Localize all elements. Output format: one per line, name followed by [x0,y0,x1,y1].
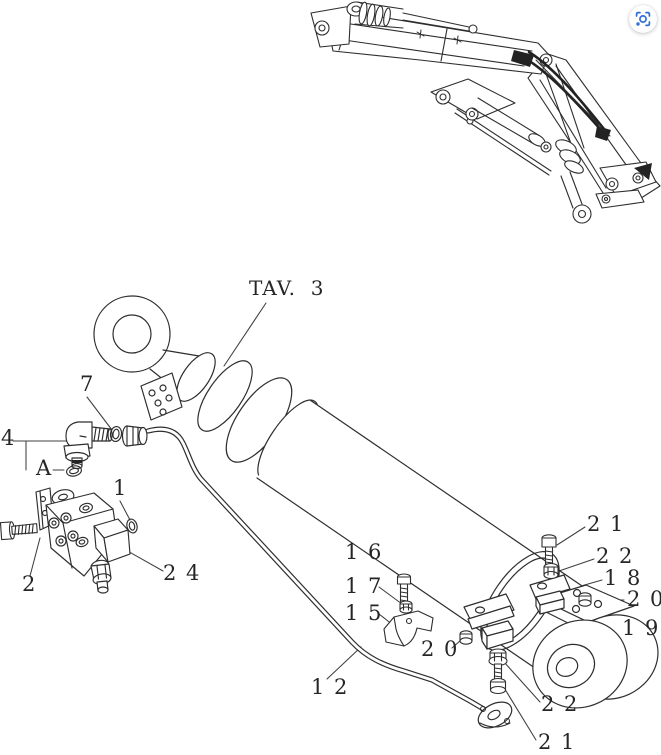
part-callout-12: 1 2 [311,675,349,699]
part-callout-a: A [36,456,53,480]
part-callout-7: 7 [80,372,95,396]
plate-reference-label: TAV. 3 [249,276,325,300]
part-callout-18: 1 8 [604,566,642,590]
part-callout-21-top: 2 1 [587,512,625,536]
elbow-fitting-drawing [63,421,148,534]
part-callout-17: 1 7 [345,574,383,598]
part-callout-2: 2 [22,572,37,596]
part-callout-22-top: 2 2 [596,544,634,568]
part-callout-19: 1 9 [622,616,660,640]
fastener-drawings [0,521,592,695]
part-callout-20-left: 2 0 [421,637,459,661]
pipe-drawing [145,426,513,729]
part-callout-24: 2 4 [163,561,201,585]
hydraulic-cylinder-drawing [93,295,659,709]
clamp-assembly-drawing [463,550,571,652]
valve-block-drawing [35,487,131,594]
excavator-arm-illustration [310,1,661,224]
visual-search-button[interactable] [629,5,657,33]
part-callout-15: 1 5 [345,601,383,625]
part-callout-1: 1 [113,476,128,500]
lens-scan-icon [635,11,651,27]
part-callout-20-right: 2 0 [627,587,661,611]
part-callout-22-bottom: 2 2 [541,692,579,716]
part-callout-16: 1 6 [345,540,383,564]
part-callout-21-bottom: 2 1 [538,730,576,754]
part-callout-4: 4 [1,426,16,450]
